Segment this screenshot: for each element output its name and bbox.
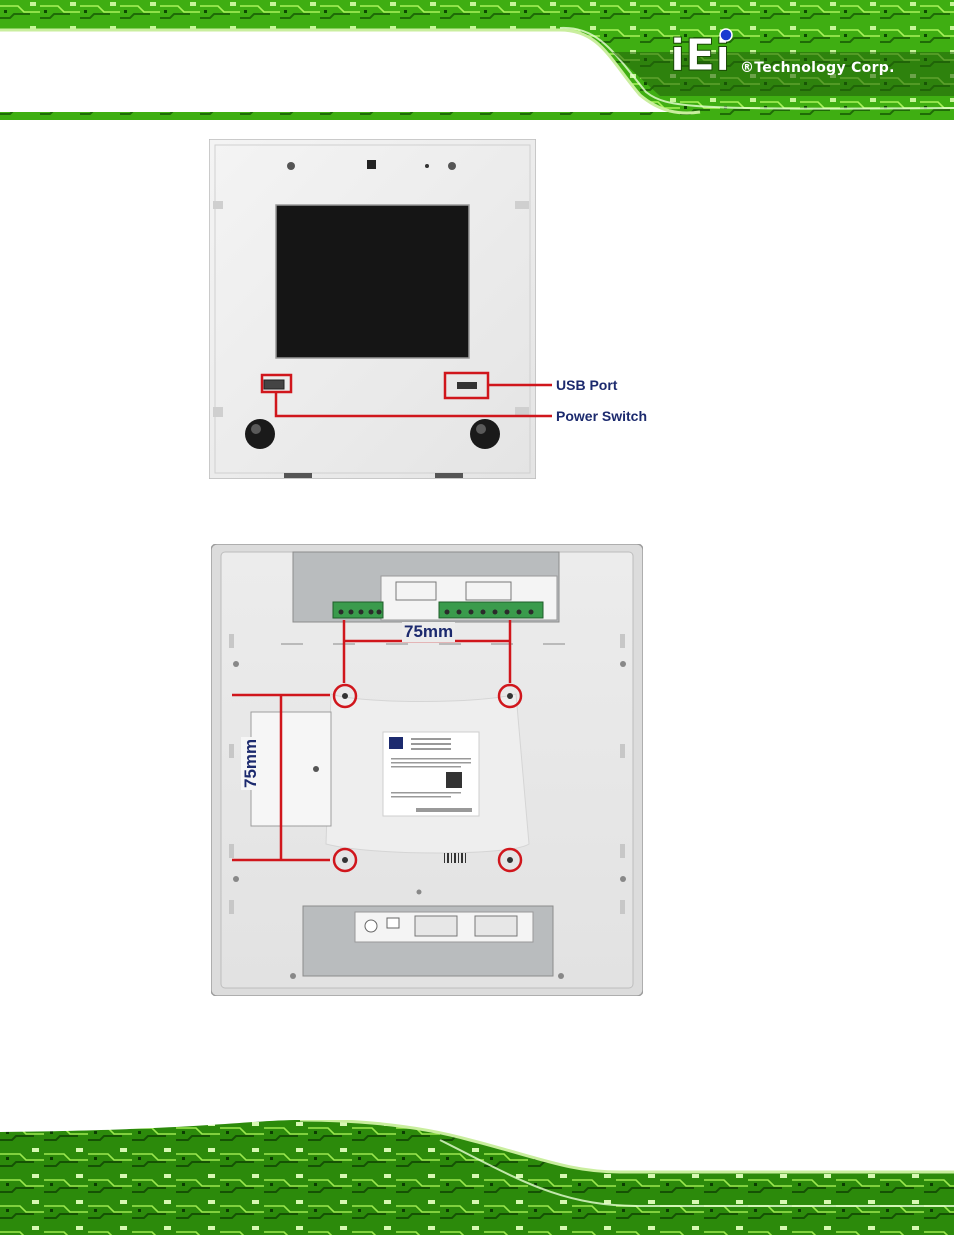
vertical-dimension-label: 75mm xyxy=(241,737,261,790)
power-switch-highlight xyxy=(262,375,291,392)
usb-port-label: USB Port xyxy=(556,377,617,393)
footer-banner xyxy=(0,1120,954,1235)
front-callouts xyxy=(0,0,954,520)
power-switch-label: Power Switch xyxy=(556,408,647,424)
horizontal-dimension-label: 75mm xyxy=(402,622,455,642)
usb-port-highlight xyxy=(445,373,488,398)
rear-dimension-markings xyxy=(0,500,954,920)
